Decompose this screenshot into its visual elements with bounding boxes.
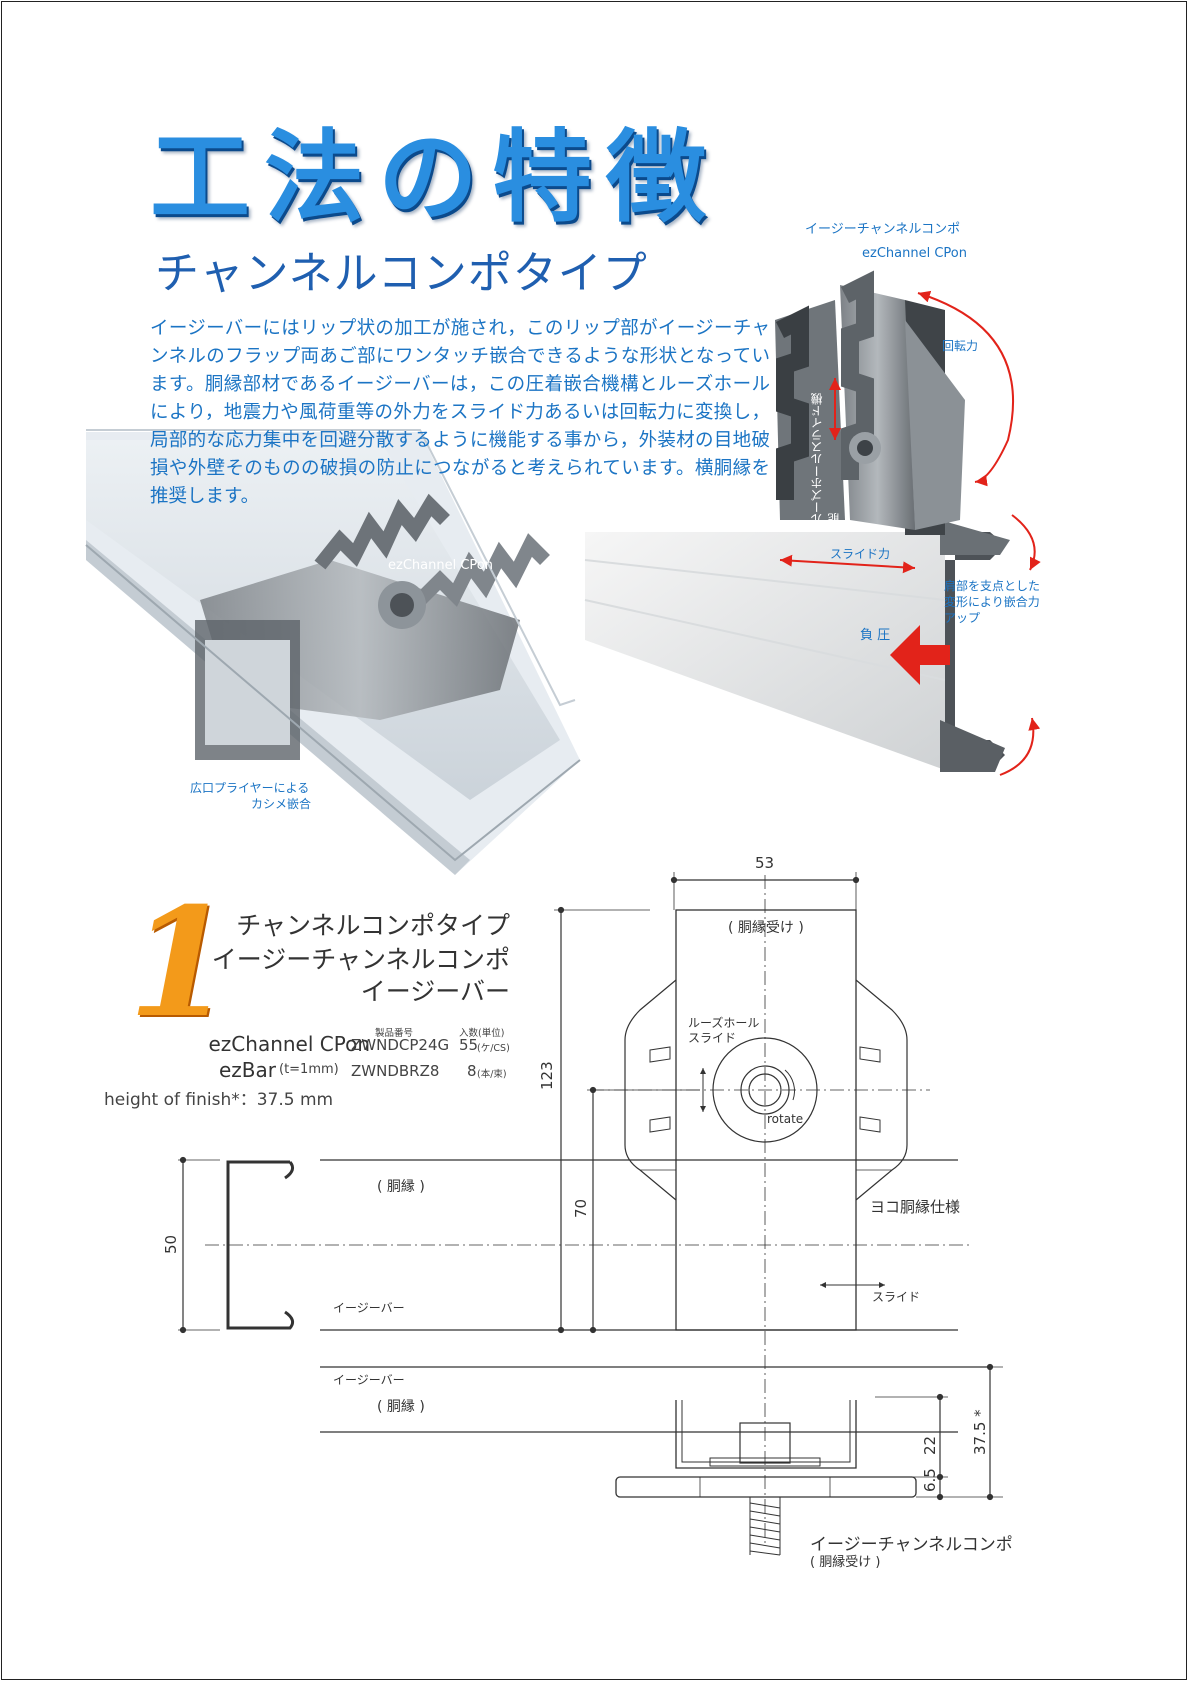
furring-label: ( 胴縁 ) — [377, 1179, 425, 1195]
col-part-no: 製品番号 — [375, 1028, 414, 1039]
ezbar-label-2: イージーバー — [333, 1373, 405, 1387]
dim-70: 70 — [572, 1198, 590, 1218]
loose-hole-label: ルーズホールスライド機能 — [810, 393, 841, 525]
shoulder-label-1: 肩部を支点とした — [944, 579, 1041, 593]
photo-tag: ezChannel CPon — [388, 558, 493, 573]
loose-hole-label-1: ルーズホール — [688, 1016, 760, 1030]
dim-6-5: 6.5 — [921, 1468, 939, 1492]
pressure-arrow-icon — [890, 625, 950, 685]
plier-label-1: 広口プライヤーによる — [190, 781, 310, 795]
spec-row-1-part: ZWNDCP24G — [351, 1036, 450, 1054]
slide-label: スライド — [872, 1290, 921, 1304]
plier-label-2: カシメ嵌合 — [251, 797, 312, 811]
dim-37-5: 37.5 * — [971, 1409, 989, 1455]
bottom-component-label: イージーチャンネルコンポ — [810, 1535, 1013, 1555]
page-subtitle: チャンネルコンポタイプ — [155, 248, 648, 299]
spec-heading-3: イージーバー — [360, 977, 510, 1006]
intro-paragraph: イージーバーにはリップ状の加工が施され，このリップ部がイージーチャンネルのフラッ… — [150, 318, 770, 507]
spec-heading-1: チャンネルコンポタイプ — [236, 911, 510, 940]
furring-label-2: ( 胴縁 ) — [377, 1399, 425, 1415]
loose-hole-label-2: スライド — [688, 1031, 737, 1045]
dim-22: 22 — [921, 1435, 939, 1455]
right-photo — [584, 270, 1041, 776]
rotate-label: rotate — [767, 1112, 804, 1126]
bottom-receiver-label: ( 胴縁受け ) — [810, 1555, 881, 1570]
spec-row-1-name: ezChannel CPon — [208, 1032, 371, 1056]
spec-row-2-unit: (本/束) — [477, 1069, 507, 1080]
rotation-label: 回転力 — [942, 339, 979, 353]
technical-drawing — [178, 872, 1003, 1556]
shoulder-label-2: 変形により嵌合力 — [944, 595, 1040, 609]
component-label-jp: イージーチャンネルコンポ — [805, 222, 961, 237]
dim-50: 50 — [162, 1234, 180, 1254]
finish-height: height of finish*：37.5 mm — [104, 1090, 334, 1110]
spec-row-2-qty: 8 — [467, 1062, 477, 1080]
spec-row-2-name: ezBar — [218, 1058, 276, 1082]
spec-row-1-unit: (ケ/CS) — [477, 1043, 510, 1054]
slide-force-label: スライド力 — [830, 547, 891, 561]
spec-row-2-note: (t=1mm) — [279, 1062, 339, 1077]
negative-pressure-label: 負 圧 — [860, 628, 891, 643]
col-qty: 入数(単位) — [459, 1028, 505, 1039]
component-label-en: ezChannel CPon — [862, 246, 967, 261]
section-number: 1 — [128, 875, 233, 1051]
shoulder-label-3: アップ — [944, 611, 981, 625]
page-title: 工法の特徴 — [150, 119, 720, 236]
receiver-label: ( 胴縁受け ) — [728, 920, 804, 936]
dim-53: 53 — [755, 854, 775, 872]
ezbar-label: イージーバー — [333, 1301, 405, 1315]
horizontal-spec-label: ヨコ胴縁仕様 — [870, 1198, 961, 1216]
spec-heading-2: イージーチャンネルコンポ — [211, 945, 510, 974]
dim-123: 123 — [538, 1061, 556, 1090]
spec-row-2-part: ZWNDBRZ8 — [351, 1062, 440, 1080]
spec-row-1-qty: 55 — [459, 1036, 479, 1054]
left-photo — [85, 429, 581, 875]
